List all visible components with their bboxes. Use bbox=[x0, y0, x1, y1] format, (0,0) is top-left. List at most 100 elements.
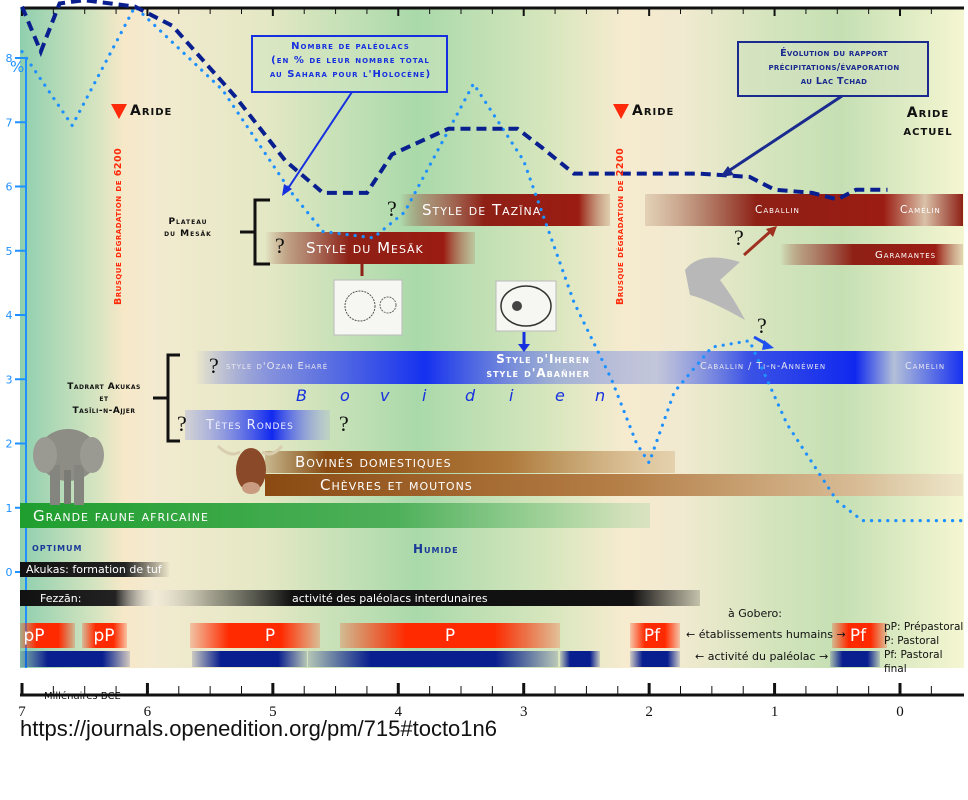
bovidien-letter: B bbox=[296, 386, 307, 405]
paleolac-blue-block bbox=[830, 651, 880, 667]
bovines-label: Bovinés domestiques bbox=[295, 453, 452, 471]
pct-tick-label: 0 bbox=[6, 566, 13, 579]
tetes-rondes-bar bbox=[185, 410, 330, 440]
source-url[interactable]: https://journals.openedition.org/pm/715#… bbox=[20, 716, 497, 741]
mesak-group-label: Plateau du Mesāk bbox=[158, 216, 218, 240]
tazina-bar bbox=[400, 194, 610, 226]
tchad-line-1: Évolution du rapport bbox=[780, 48, 888, 59]
paleolacs-pointer bbox=[286, 91, 353, 191]
bovidien-letter: n bbox=[595, 386, 606, 405]
p-red-block bbox=[82, 623, 127, 648]
legend: pP: Prépastoral P: Pastoral Pf: Pastoral… bbox=[884, 620, 968, 676]
question-tazina: ? bbox=[387, 196, 397, 221]
pf-label-1: Pf bbox=[643, 625, 661, 646]
pct-tick-label: 5 bbox=[6, 245, 13, 258]
question-caballin: ? bbox=[734, 225, 744, 250]
paleolacs-box bbox=[251, 35, 448, 93]
pct-tick-label: 6 bbox=[6, 181, 13, 194]
tadrart-group-label: Tadrart Akukas et Tasīli-n-Ajjer bbox=[52, 381, 156, 417]
series-layer bbox=[20, 0, 965, 523]
pct-tick-label: 2 bbox=[6, 438, 13, 451]
engraving-circle bbox=[344, 290, 376, 322]
paleolacs-line-2: (en % de leur nombre total bbox=[271, 55, 430, 66]
paleolacs-line-3: au Sahara pour l'Holocène) bbox=[269, 69, 432, 80]
paleolac-blue-block bbox=[20, 651, 130, 667]
bovidien-letter: o bbox=[340, 386, 350, 405]
tchad-box bbox=[737, 41, 929, 97]
mesak-group-line-1: Plateau bbox=[168, 217, 208, 227]
tadrart-group-line-3: Tasīli-n-Ajjer bbox=[72, 406, 136, 416]
chevres-bar bbox=[265, 474, 963, 496]
question-mesak: ? bbox=[275, 233, 285, 258]
question-ti: ? bbox=[757, 313, 767, 338]
faune-label: Grande faune africaine bbox=[33, 506, 209, 525]
p-label-1: P bbox=[264, 625, 276, 646]
x-tick-label: 3 bbox=[520, 704, 528, 720]
legend-prepastoral: pP: Prépastoral bbox=[884, 621, 964, 633]
caballin-arrowhead bbox=[766, 226, 777, 237]
aride-actuel-line-1: Aride bbox=[906, 105, 950, 121]
fezzan-activity-label: activité des paléolacs interdunaires bbox=[292, 591, 488, 605]
x-tick-label: 5 bbox=[269, 704, 277, 720]
humide-label: Humide bbox=[413, 542, 459, 556]
pct-tick-label: 7 bbox=[6, 116, 13, 129]
garamantes-bar bbox=[780, 244, 963, 265]
etablissements-label: ← établissements humains → bbox=[686, 628, 846, 641]
engraving-dot bbox=[512, 301, 522, 311]
question-ozan: ? bbox=[209, 353, 219, 378]
faune-bar bbox=[20, 503, 650, 528]
bovidien-letter: d bbox=[465, 386, 476, 405]
pct-tick-label: 4 bbox=[6, 309, 13, 322]
tchad-arrowhead bbox=[720, 166, 734, 177]
top-ticks bbox=[21, 8, 932, 16]
tazina-label: Style de Tazīna bbox=[422, 201, 542, 219]
paleolacs-box-text: Nombre de paléolacs (en % de leur nombre… bbox=[258, 40, 443, 82]
tchad-pointer bbox=[726, 94, 843, 174]
paleolacs-series-line bbox=[20, 3, 965, 523]
caballin-ti-label: Caballin / Ti-n-Annéwen bbox=[700, 360, 827, 372]
x-tick-label: 0 bbox=[896, 704, 904, 720]
caballin-camelin-bar bbox=[645, 194, 963, 226]
mesak-group-line-2: du Mesāk bbox=[164, 229, 212, 239]
p-red-block bbox=[832, 623, 887, 648]
iheren-line-1: Style d'Iheren bbox=[496, 352, 590, 366]
x-tick-label: 1 bbox=[771, 704, 779, 720]
p-label-2: P bbox=[444, 625, 456, 646]
tchad-line-2: précipitations/évaporation bbox=[768, 62, 900, 73]
mesak-arrowhead bbox=[356, 256, 368, 264]
akukas-bar bbox=[20, 562, 170, 577]
paleolac-blue-block bbox=[560, 651, 600, 667]
tchad-box-text: Évolution du rapport précipitations/évap… bbox=[740, 47, 928, 89]
bovines-bar bbox=[265, 451, 675, 473]
pct-tick-label: 1 bbox=[6, 502, 13, 515]
aride-6200-marker bbox=[111, 104, 127, 119]
question-tetes-right: ? bbox=[339, 411, 349, 436]
akukas-label: Akukas: formation de tuf bbox=[26, 563, 162, 576]
iheren-line-2: style d'Abañher bbox=[486, 366, 590, 380]
caballin-arrow bbox=[743, 228, 773, 257]
aride-actuel-line-2: actuel bbox=[903, 123, 953, 139]
tadrart-bracket bbox=[153, 353, 180, 443]
tetes-rondes-label: Têtes Rondes bbox=[206, 417, 294, 433]
p-red-block bbox=[340, 623, 560, 648]
blue-styles-bar bbox=[195, 351, 963, 384]
paleolac-blue-block bbox=[630, 651, 680, 667]
camelin-top-label: Camélin bbox=[900, 204, 941, 216]
pp-label-1: pP bbox=[23, 625, 45, 646]
pct-tick-label: 3 bbox=[6, 373, 13, 386]
iheren-label: Style d'Iheren style d'Abañher bbox=[430, 352, 590, 380]
x-tick-label: 6 bbox=[144, 704, 152, 720]
engraving-circle-small bbox=[379, 296, 397, 314]
vertical-2200-label: Brusque dégradation de 2200 bbox=[615, 147, 626, 305]
fezzan-label: Fezzān: bbox=[40, 591, 82, 605]
fezzan-bar bbox=[20, 590, 700, 606]
tadrart-group-line-2: et bbox=[99, 394, 109, 404]
ozan-label: style d'Ozan Eharé bbox=[226, 360, 329, 372]
ti-arrowhead bbox=[762, 340, 774, 350]
chariot-engraving-image bbox=[685, 257, 745, 320]
chevres-label: Chèvres et moutons bbox=[320, 476, 473, 494]
